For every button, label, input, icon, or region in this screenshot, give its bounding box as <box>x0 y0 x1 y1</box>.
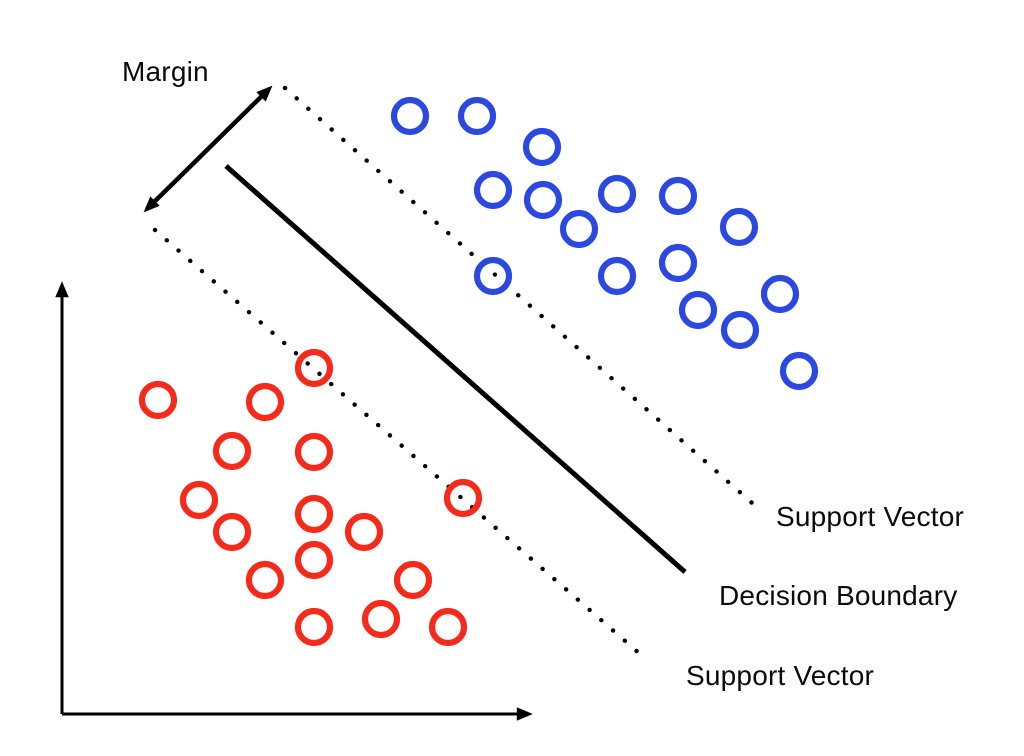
class-red-point <box>361 599 401 639</box>
class-blue-point <box>457 96 497 136</box>
class-blue-point <box>658 176 698 216</box>
class-red-point <box>428 607 468 647</box>
class-red-point <box>443 478 483 518</box>
margin-arrow <box>143 85 273 213</box>
class-blue-point <box>720 310 760 350</box>
class-blue-point <box>473 256 513 296</box>
diagram-points-group <box>138 96 819 647</box>
class-blue-point <box>658 243 698 283</box>
class-red-point <box>294 540 334 580</box>
class-blue-point <box>597 174 637 214</box>
class-blue-point <box>760 274 800 314</box>
class-blue-point <box>719 207 759 247</box>
class-blue-point <box>779 351 819 391</box>
support-vector-lower-label: Support Vector <box>686 660 875 691</box>
class-red-point <box>212 512 252 552</box>
class-red-point <box>294 432 334 472</box>
class-red-point <box>294 348 334 388</box>
support-vector-line-lower <box>152 227 651 664</box>
decision-boundary-label: Decision Boundary <box>719 580 958 611</box>
decision-boundary-line <box>224 164 687 574</box>
class-blue-point <box>473 170 513 210</box>
class-blue-point <box>523 180 563 220</box>
class-red-point <box>245 382 285 422</box>
class-blue-point <box>597 256 637 296</box>
diagram-lines-group <box>55 85 755 721</box>
class-blue-point <box>522 127 562 167</box>
class-red-point <box>294 607 334 647</box>
class-red-point <box>212 431 252 471</box>
class-red-point <box>294 494 334 534</box>
class-red-point <box>393 560 433 600</box>
class-red-point <box>245 560 285 600</box>
class-red-point <box>138 380 178 420</box>
class-blue-point <box>678 290 718 330</box>
class-blue-point <box>559 209 599 249</box>
class-blue-point <box>390 96 430 136</box>
class-red-point <box>179 480 219 520</box>
support-vector-line-upper <box>282 85 755 506</box>
class-red-point <box>344 512 384 552</box>
margin-label: Margin <box>122 56 209 87</box>
support-vector-upper-label: Support Vector <box>776 501 965 532</box>
